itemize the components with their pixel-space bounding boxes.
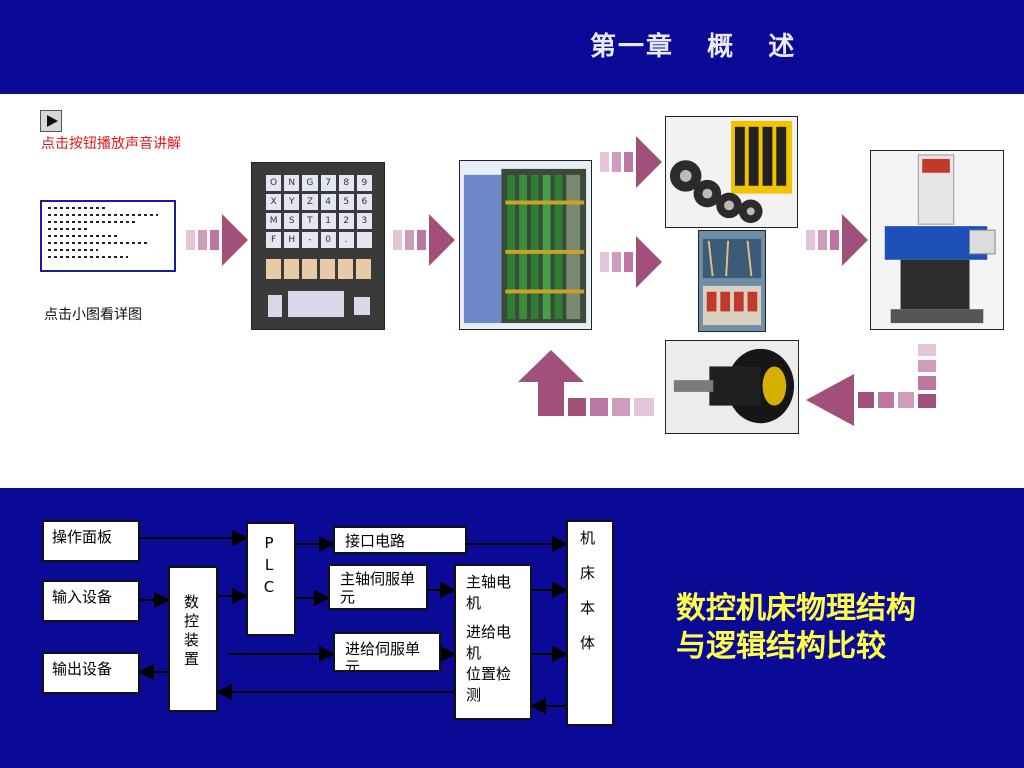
keypad-key: 8 (338, 175, 354, 191)
wiring-relays-photo[interactable] (698, 230, 766, 332)
keypad-key: . (338, 232, 354, 248)
keypad-key: 7 (320, 175, 336, 191)
keypad-key: 1 (320, 213, 336, 229)
interface-circuit-node: 接口电路 (333, 526, 467, 554)
keypad-key (356, 232, 372, 248)
arrow-right-3 (600, 136, 662, 188)
thumbnail-hint-text: 点击小图看详图 (44, 307, 142, 323)
logical-structure-diagram: 操作面板 输入设备 输出设备 数控装置 PLC 接口电路 主轴伺服单元 进给伺服… (0, 488, 1024, 768)
servo-drawing (666, 117, 797, 227)
input-device-node: 输入设备 (42, 580, 140, 622)
keypad-key: 5 (338, 194, 354, 210)
keypad-key: N (284, 175, 300, 191)
arrow-return-up (518, 350, 654, 416)
keypad-key: T (302, 213, 318, 229)
keypad-key: 6 (356, 194, 372, 210)
arrow-right-4 (600, 236, 662, 288)
keypad-side-key (268, 295, 282, 317)
spindle-servo-unit-node: 主轴伺服单元 (328, 564, 428, 610)
machine-body-node: 机床本体 (566, 520, 614, 726)
keypad-key: - (302, 232, 318, 248)
keypad-key: 0 (320, 232, 336, 248)
arrow-right-2 (393, 214, 455, 266)
keypad-function-keys (266, 259, 372, 279)
thumbnail-image[interactable] (40, 200, 176, 272)
comparison-title-line1: 数控机床物理结构 (676, 591, 916, 626)
keypad-key: Y (284, 194, 300, 210)
keypad-key: X (266, 194, 282, 210)
operation-panel-node: 操作面板 (42, 520, 140, 562)
machine-tool-photo[interactable] (870, 150, 1004, 330)
keypad-key: S (284, 213, 300, 229)
cnc-device-node: 数控装置 (168, 566, 218, 712)
flow-connectors (138, 530, 568, 714)
keypad-key: 4 (320, 194, 336, 210)
play-icon[interactable] (40, 110, 62, 132)
keypad-key: G (302, 175, 318, 191)
machine-drawing (871, 151, 1003, 329)
rotary-encoder-photo[interactable] (665, 340, 799, 434)
plc-node: PLC (246, 522, 296, 636)
encoder-drawing (666, 341, 798, 433)
keypad-key: 2 (338, 213, 354, 229)
comparison-title: 数控机床物理结构 与逻辑结构比较 (676, 590, 916, 666)
audio-hint-text: 点击按钮播放声音讲解 (41, 136, 181, 152)
keypad-key: F (266, 232, 282, 248)
feed-servo-unit-node: 进给伺服单元 (333, 632, 441, 672)
keypad-key: M (266, 213, 282, 229)
arrow-return-left (806, 344, 936, 426)
comparison-title-line2: 与逻辑结构比较 (676, 629, 886, 664)
keypad-key: Z (302, 194, 318, 210)
keypad-key: H (284, 232, 300, 248)
motor-detection-node: 主轴电机 进给电机 位置检测 (454, 564, 532, 720)
chapter-title: 第一章 概 述 (590, 32, 797, 62)
arrow-right-1 (186, 214, 248, 266)
arrow-right-5 (806, 214, 868, 266)
keypad-arrow-keys (286, 289, 346, 319)
cnc-controller-cabinet-photo[interactable] (459, 160, 592, 330)
keypad-key: O (266, 175, 282, 191)
keypad-key: 9 (356, 175, 372, 191)
wiring-drawing (699, 231, 765, 331)
cabinet-drawing (460, 161, 591, 329)
keypad-corner-key (354, 297, 370, 315)
output-device-node: 输出设备 (42, 652, 140, 694)
servo-motors-drives-photo[interactable] (665, 116, 798, 228)
keypad-key: 3 (356, 213, 372, 229)
